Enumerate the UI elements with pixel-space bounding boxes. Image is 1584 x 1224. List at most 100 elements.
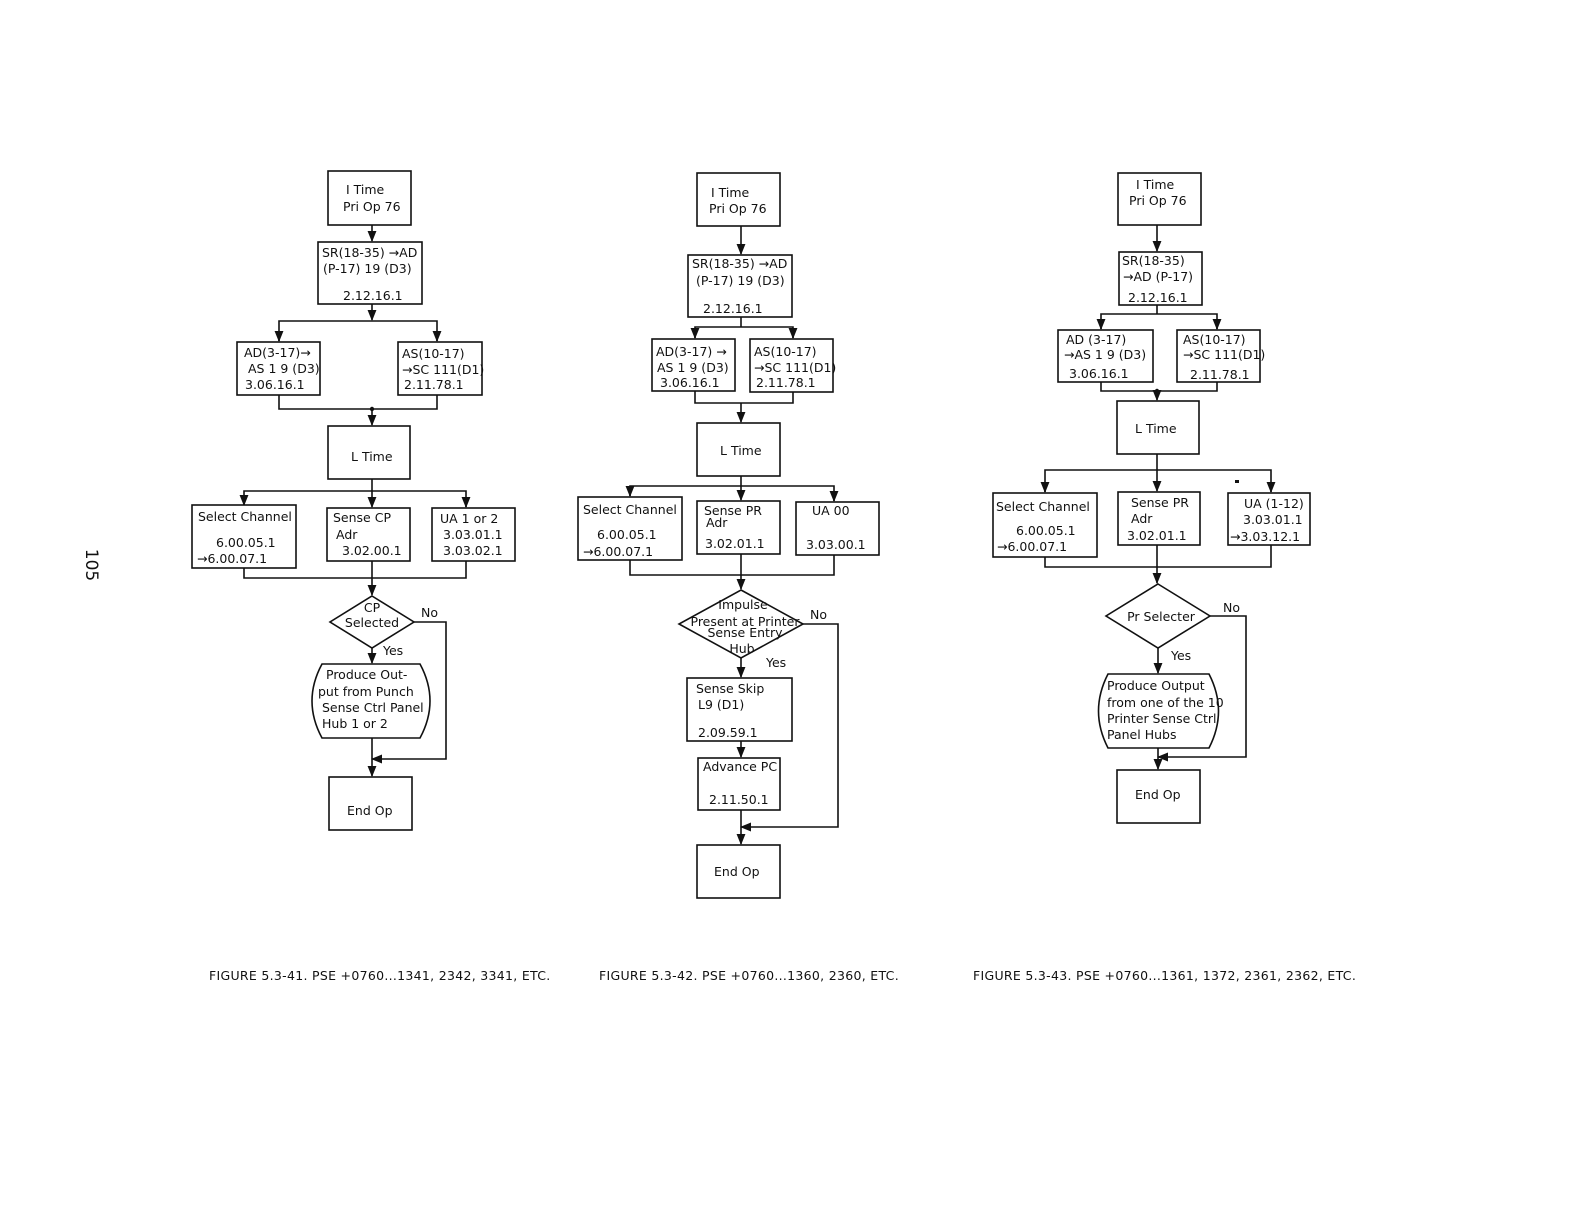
opt3-line-2: 3.03.01.1 xyxy=(443,527,503,542)
output-line-4: Panel Hubs xyxy=(1107,727,1176,742)
ua-box xyxy=(795,501,880,556)
step1-line-2: →AD (P-17) xyxy=(1123,269,1193,284)
opt3-line-1: UA 00 xyxy=(812,503,850,518)
decision-line-3: Sense Entry xyxy=(708,625,784,640)
opt2-line-1: Sense CP xyxy=(333,510,391,525)
i-time-box xyxy=(1117,172,1202,226)
sr-ad-box xyxy=(1118,251,1203,306)
output-line-1: Produce Output xyxy=(1107,678,1205,693)
opt3-line-2: 3.03.00.1 xyxy=(806,537,866,552)
advance-line-1: Advance PC xyxy=(703,759,777,774)
sr-ad-box xyxy=(317,241,423,305)
ua-box xyxy=(431,507,516,562)
start-line-2: Pri Op 76 xyxy=(709,201,767,216)
as-sc-box xyxy=(749,338,834,393)
l-time-label: L Time xyxy=(720,443,762,458)
right-line-2: →SC 111(D1) xyxy=(754,360,836,375)
advance-pc-box xyxy=(697,757,781,811)
figure-caption-42: FIGURE 5.3-42. PSE +0760...1360, 2360, E… xyxy=(599,968,899,983)
yes-label: Yes xyxy=(1170,648,1191,663)
end-op-box xyxy=(328,776,413,831)
output-line-2: from one of the 10 xyxy=(1107,695,1224,710)
step1-line-2: (P-17) 19 (D3) xyxy=(696,273,785,288)
yes-label: Yes xyxy=(765,655,786,670)
skip-line-3: 2.09.59.1 xyxy=(698,725,758,740)
right-line-2: →SC 111(D1) xyxy=(402,362,484,377)
decision-line-2: Present at Printer xyxy=(691,614,801,629)
opt3-line-3: 3.03.02.1 xyxy=(443,543,503,558)
l-time-label: L Time xyxy=(1135,421,1177,436)
page-number: 105 xyxy=(81,549,101,581)
select-channel-box xyxy=(992,492,1098,558)
select-channel-box xyxy=(191,504,297,569)
left-line-2: →AS 1 9 (D3) xyxy=(1064,347,1146,362)
opt1-line-3: →6.00.07.1 xyxy=(583,544,653,559)
opt2-line-3: 3.02.01.1 xyxy=(1127,528,1187,543)
opt1-line-3: →6.00.07.1 xyxy=(997,539,1067,554)
decision-line-1: Impulse xyxy=(718,597,768,612)
left-line-1: AD(3-17)→ xyxy=(244,345,311,360)
sense-pr-box xyxy=(1117,491,1201,546)
right-line-3: 2.11.78.1 xyxy=(756,375,816,390)
step1-line-2: (P-17) 19 (D3) xyxy=(323,261,412,276)
opt2-line-1: Sense PR xyxy=(1131,495,1189,510)
left-line-3: 3.06.16.1 xyxy=(660,375,720,390)
sense-skip-box xyxy=(686,677,793,742)
i-time-box xyxy=(696,172,781,227)
figure-caption-43: FIGURE 5.3-43. PSE +0760...1361, 1372, 2… xyxy=(973,968,1356,983)
right-line-2: →SC 111(D1) xyxy=(1183,347,1265,362)
produce-output-box xyxy=(1097,673,1220,749)
left-line-2: AS 1 9 (D3) xyxy=(657,360,729,375)
right-line-1: AS(10-17) xyxy=(754,344,817,359)
opt3-line-2: 3.03.01.1 xyxy=(1243,512,1303,527)
no-label: No xyxy=(421,605,438,620)
start-line-1: I Time xyxy=(346,182,385,197)
ad-as-box xyxy=(651,338,736,392)
decision-line-1: CP xyxy=(364,600,381,615)
step1-line-1: SR(18-35) →AD xyxy=(322,245,417,260)
opt1-line-3: →6.00.07.1 xyxy=(197,551,267,566)
sr-ad-box xyxy=(687,254,793,318)
sense-pr-box xyxy=(696,500,781,555)
output-line-4: Hub 1 or 2 xyxy=(322,716,388,731)
opt2-line-2: Adr xyxy=(336,527,358,542)
right-line-3: 2.11.78.1 xyxy=(1190,367,1250,382)
start-line-2: Pri Op 76 xyxy=(343,199,401,214)
left-line-3: 3.06.16.1 xyxy=(245,377,305,392)
start-line-2: Pri Op 76 xyxy=(1129,193,1187,208)
figure-caption-41: FIGURE 5.3-41. PSE +0760...1341, 2342, 3… xyxy=(209,968,551,983)
decision-line-4: Hub xyxy=(729,641,754,656)
produce-output-box xyxy=(311,663,431,739)
as-sc-box xyxy=(397,341,483,396)
right-line-3: 2.11.78.1 xyxy=(404,377,464,392)
output-line-3: Printer Sense Ctrl xyxy=(1107,711,1217,726)
step1-line-3: 2.12.16.1 xyxy=(1128,290,1188,305)
l-time-label: L Time xyxy=(351,449,393,464)
opt1-line-2: 6.00.05.1 xyxy=(216,535,276,550)
figure-5-3-41: I Time Pri Op 76 SR(18-35) →AD (P-17) 19… xyxy=(191,170,516,831)
no-label: No xyxy=(1223,600,1240,615)
end-op-label: End Op xyxy=(347,803,393,818)
end-op-box xyxy=(1116,769,1201,824)
left-line-2: AS 1 9 (D3) xyxy=(248,361,320,376)
opt3-line-1: UA 1 or 2 xyxy=(440,511,498,526)
opt2-line-2: Adr xyxy=(1131,511,1153,526)
l-time-box xyxy=(1116,400,1200,455)
figure-5-3-42: I Time Pri Op 76 SR(18-35) →AD (P-17) 19… xyxy=(577,172,880,899)
l-time-box xyxy=(696,422,781,477)
as-sc-box xyxy=(1176,329,1261,383)
l-time-box xyxy=(327,425,411,480)
output-line-3: Sense Ctrl Panel xyxy=(322,700,424,715)
decision-line-1: Pr Selecter xyxy=(1127,609,1196,624)
left-line-1: AD(3-17) → xyxy=(656,344,727,359)
right-line-1: AS(10-17) xyxy=(1183,332,1246,347)
ad-as-box xyxy=(1057,329,1154,383)
figure-5-3-43: I Time Pri Op 76 SR(18-35) →AD (P-17) 2.… xyxy=(992,172,1311,824)
start-line-1: I Time xyxy=(711,185,750,200)
opt1-line-1: Select Channel xyxy=(198,509,292,524)
advance-line-2: 2.11.50.1 xyxy=(709,792,769,807)
sense-cp-box xyxy=(326,507,411,562)
end-op-label: End Op xyxy=(714,864,760,879)
step1-line-3: 2.12.16.1 xyxy=(703,301,763,316)
